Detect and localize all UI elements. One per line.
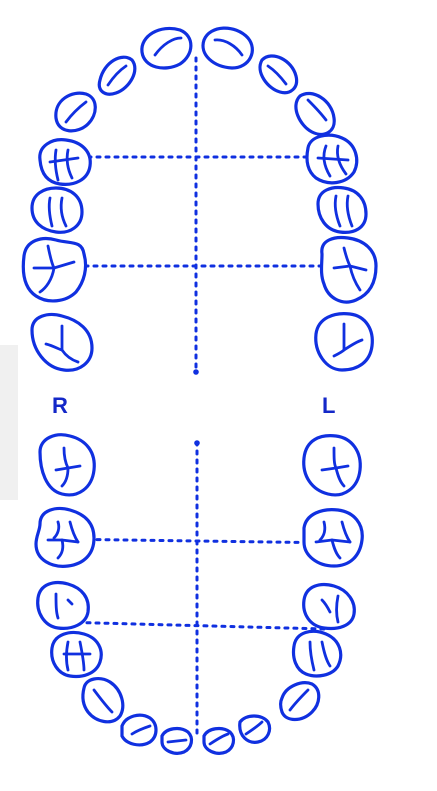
tooth-lower-right-first-molar[interactable] <box>36 509 94 567</box>
tooth-upper-left-first-molar[interactable] <box>322 238 377 302</box>
upper-arch <box>23 28 376 370</box>
tooth-lower-right-lateral-incisor[interactable] <box>122 715 156 745</box>
tooth-upper-left-second-premolar[interactable] <box>318 188 366 233</box>
right-side-label: R <box>52 393 68 419</box>
tooth-upper-right-lateral-incisor[interactable] <box>99 57 135 94</box>
tooth-upper-right-first-molar[interactable] <box>23 239 85 301</box>
upper-midline-end-dot <box>193 369 199 375</box>
tooth-lower-left-canine[interactable] <box>281 683 319 720</box>
tooth-upper-right-first-premolar[interactable] <box>40 140 90 185</box>
lower-midline-start-dot <box>194 440 200 446</box>
tooth-lower-right-second-premolar[interactable] <box>38 583 89 629</box>
tooth-lower-right-central-incisor[interactable] <box>162 729 191 754</box>
tooth-lower-left-second-molar[interactable] <box>304 436 361 495</box>
tooth-lower-left-first-premolar[interactable] <box>294 631 341 676</box>
tooth-upper-right-second-premolar[interactable] <box>32 188 82 232</box>
tooth-lower-right-first-premolar[interactable] <box>52 633 102 677</box>
tooth-lower-left-central-incisor[interactable] <box>204 729 233 754</box>
lower-molar-line <box>52 539 345 543</box>
tooth-lower-left-second-premolar[interactable] <box>304 585 355 629</box>
tooth-lower-right-canine[interactable] <box>83 679 123 722</box>
tooth-lower-right-second-molar[interactable] <box>40 435 94 495</box>
tooth-upper-left-central-incisor[interactable] <box>203 28 252 68</box>
lower-arch <box>36 435 362 753</box>
tooth-upper-right-canine[interactable] <box>56 93 95 131</box>
tooth-upper-left-canine[interactable] <box>296 93 334 134</box>
tooth-upper-left-lateral-incisor[interactable] <box>260 56 297 93</box>
tooth-upper-left-first-premolar[interactable] <box>307 135 357 183</box>
tooth-lower-left-lateral-incisor[interactable] <box>240 716 270 742</box>
tooth-lower-left-first-molar[interactable] <box>304 510 362 566</box>
tooth-upper-right-central-incisor[interactable] <box>142 28 191 68</box>
tooth-upper-right-second-molar[interactable] <box>32 315 92 371</box>
lower-premolar-line <box>60 622 325 629</box>
left-side-label: L <box>322 393 335 419</box>
tooth-upper-left-second-molar[interactable] <box>316 314 373 370</box>
